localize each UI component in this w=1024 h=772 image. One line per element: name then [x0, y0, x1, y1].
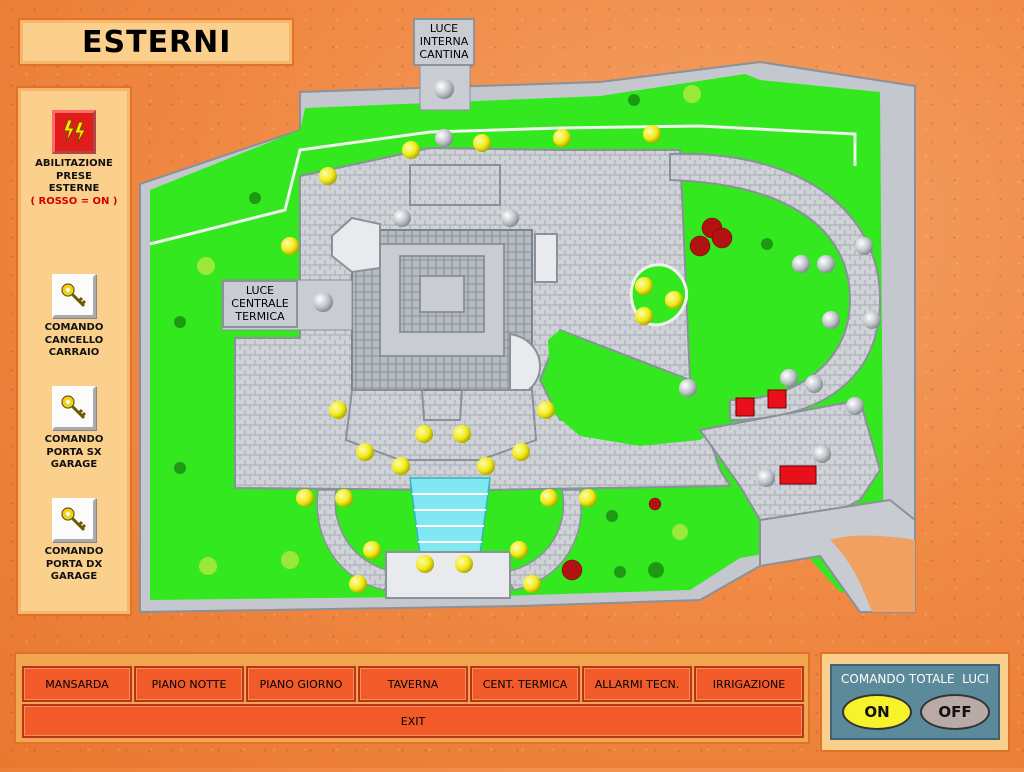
light-yellow[interactable]	[510, 541, 528, 559]
light-gray[interactable]	[846, 397, 864, 415]
lights-off	[313, 79, 881, 487]
nav-allarmi-button[interactable]: ALLARMI TECN.	[582, 666, 692, 702]
light-yellow[interactable]	[356, 443, 374, 461]
tree-cluster	[561, 217, 733, 581]
light-yellow[interactable]	[579, 489, 597, 507]
nav-taverna-button[interactable]: TAVERNA	[358, 666, 468, 702]
light-yellow[interactable]	[319, 167, 337, 185]
sidebar-item-prese: ABILITAZIONE PRESE ESTERNE ( ROSSO = ON …	[18, 110, 130, 208]
sidebar: ABILITAZIONE PRESE ESTERNE ( ROSSO = ON …	[16, 86, 132, 616]
light-yellow[interactable]	[477, 457, 495, 475]
light-yellow[interactable]	[553, 129, 571, 147]
light-gray[interactable]	[393, 209, 411, 227]
nav-cent-termica-button[interactable]: CENT. TERMICA	[470, 666, 580, 702]
sidebar-item-label: COMANDO PORTA DX GARAGE	[44, 546, 104, 582]
light-gray[interactable]	[863, 311, 881, 329]
lights-off-button[interactable]: OFF	[920, 694, 990, 730]
light-yellow[interactable]	[537, 401, 555, 419]
red-switch[interactable]	[735, 397, 755, 417]
key-icon	[61, 507, 87, 532]
light-gray[interactable]	[813, 445, 831, 463]
sidebar-item-porta-sx: COMANDO PORTA SX GARAGE	[18, 386, 130, 472]
light-yellow[interactable]	[455, 555, 473, 573]
nav-piano-giorno-button[interactable]: PIANO GIORNO	[246, 666, 356, 702]
sidebar-item-note: ( ROSSO = ON )	[30, 195, 118, 207]
total-lights-panel: COMANDO TOTALE LUCI ON OFF	[820, 652, 1010, 752]
entry-wing	[409, 164, 501, 206]
light-yellow[interactable]	[643, 125, 661, 143]
red-switch[interactable]	[767, 389, 787, 409]
key-icon	[61, 283, 87, 308]
light-gray[interactable]	[435, 129, 453, 147]
driveway-corner	[830, 535, 915, 612]
light-gray[interactable]	[434, 79, 454, 99]
total-lights-box: COMANDO TOTALE LUCI ON OFF	[830, 664, 1000, 740]
total-lights-title: COMANDO TOTALE LUCI	[841, 672, 989, 686]
key-icon	[61, 395, 87, 420]
sidebar-item-label: COMANDO PORTA SX GARAGE	[44, 434, 104, 470]
bush-group	[197, 85, 701, 575]
light-yellow[interactable]	[512, 443, 530, 461]
light-yellow[interactable]	[540, 489, 558, 507]
curved-walkway	[669, 152, 882, 422]
light-yellow[interactable]	[473, 134, 491, 152]
bottom-nav: MANSARDA PIANO NOTTE PIANO GIORNO TAVERN…	[14, 652, 810, 744]
light-yellow[interactable]	[281, 237, 299, 255]
lightning-icon	[63, 119, 86, 145]
nav-piano-notte-button[interactable]: PIANO NOTTE	[134, 666, 244, 702]
light-gray[interactable]	[501, 209, 519, 227]
nav-irrigazione-button[interactable]: IRRIGAZIONE	[694, 666, 804, 702]
prese-toggle-button[interactable]	[52, 110, 96, 154]
left-tower	[331, 216, 381, 274]
light-gray[interactable]	[792, 255, 810, 273]
cantina-strip	[419, 59, 471, 111]
porta-sx-button[interactable]	[52, 386, 96, 430]
side-wing	[534, 233, 558, 283]
red-switch[interactable]	[779, 465, 817, 485]
light-gray[interactable]	[313, 292, 333, 312]
light-gray[interactable]	[822, 311, 840, 329]
light-gray[interactable]	[757, 469, 775, 487]
light-yellow[interactable]	[523, 575, 541, 593]
lights-on	[281, 125, 683, 593]
light-yellow[interactable]	[363, 541, 381, 559]
cancello-button[interactable]	[52, 274, 96, 318]
porta-dx-button[interactable]	[52, 498, 96, 542]
light-gray[interactable]	[780, 369, 798, 387]
light-gray[interactable]	[805, 375, 823, 393]
fountain-steps	[412, 493, 488, 543]
sidebar-item-porta-dx: COMANDO PORTA DX GARAGE	[18, 498, 130, 584]
light-yellow[interactable]	[416, 555, 434, 573]
light-yellow[interactable]	[335, 489, 353, 507]
garden-path-line	[149, 124, 857, 246]
light-yellow[interactable]	[392, 457, 410, 475]
light-yellow[interactable]	[635, 277, 653, 295]
lawn-garden-round	[548, 330, 730, 446]
light-yellow[interactable]	[402, 141, 420, 159]
sidebar-item-cancello: COMANDO CANCELLO CARRAIO	[18, 274, 130, 360]
nav-mansarda-button[interactable]: MANSARDA	[22, 666, 132, 702]
shrub-group	[174, 94, 773, 578]
sidebar-item-label: ABILITAZIONE PRESE ESTERNE	[35, 158, 113, 194]
page-title: ESTERNI	[82, 24, 232, 60]
page-title-box: ESTERNI	[18, 18, 294, 66]
entrance-platform	[385, 551, 511, 599]
light-gray[interactable]	[679, 379, 697, 397]
sidebar-item-label: COMANDO CANCELLO CARRAIO	[44, 322, 104, 358]
light-yellow[interactable]	[453, 425, 471, 443]
light-yellow[interactable]	[349, 575, 367, 593]
house-roof-peak	[419, 275, 465, 313]
lights-on-button[interactable]: ON	[842, 694, 912, 730]
light-yellow[interactable]	[296, 489, 314, 507]
light-yellow[interactable]	[635, 307, 653, 325]
front-porch	[344, 389, 538, 461]
exit-button[interactable]: EXIT	[22, 704, 804, 738]
light-yellow[interactable]	[415, 425, 433, 443]
light-yellow[interactable]	[329, 401, 347, 419]
light-gray[interactable]	[855, 237, 873, 255]
light-gray[interactable]	[817, 255, 835, 273]
light-yellow[interactable]	[665, 291, 683, 309]
